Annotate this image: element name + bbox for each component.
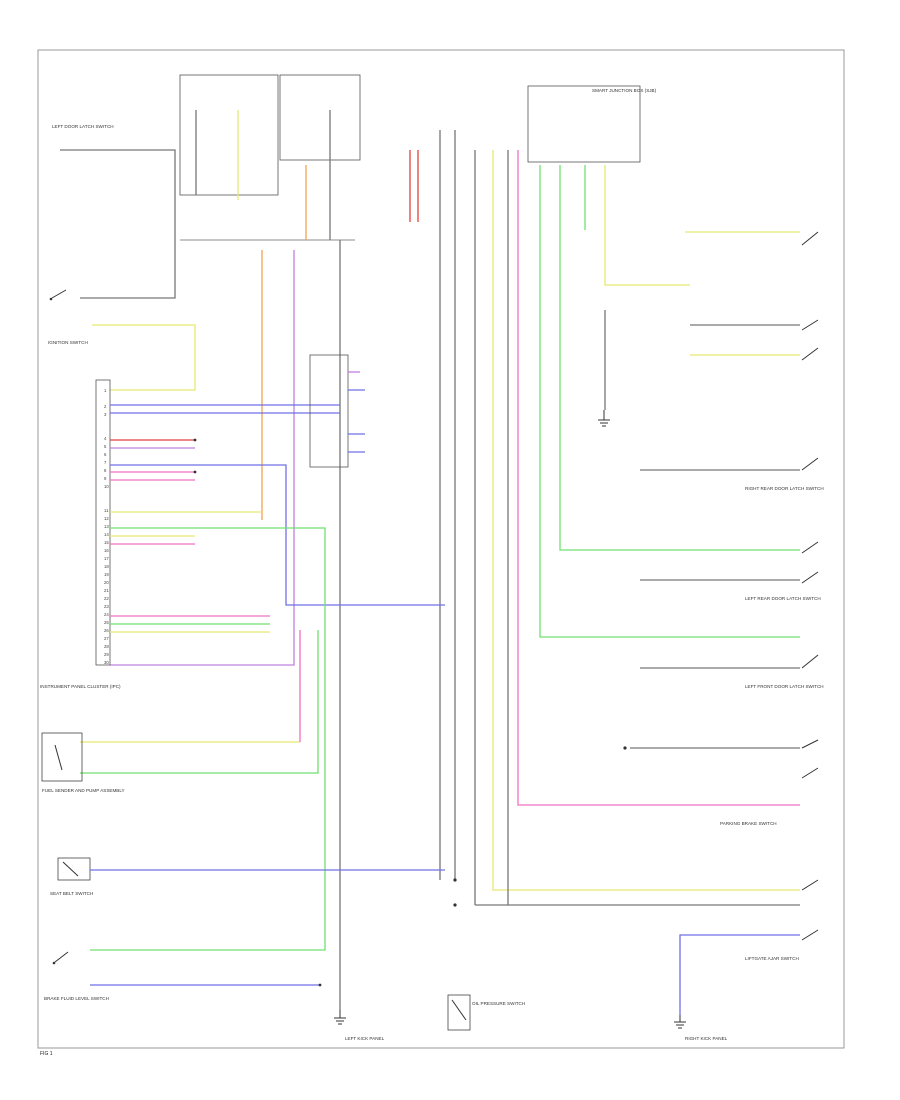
wire-yellow-tr-1 (604, 165, 690, 286)
svg-text:20: 20 (104, 580, 109, 585)
splice-dots (193, 438, 627, 987)
svg-text:13: 13 (104, 524, 109, 529)
switch-symbols-right (801, 231, 819, 941)
smart-junction-box-label: SMART JUNCTION BOX (SJB) (592, 88, 657, 93)
oil-pressure-switch-symbol (447, 994, 471, 1031)
left-front-door-switch-label: LEFT FRONT DOOR LATCH SWITCH (745, 684, 824, 689)
seat-belt-switch-symbol (57, 857, 91, 881)
svg-text:26: 26 (104, 628, 109, 633)
wire-green-right-1 (559, 165, 800, 551)
wire-green-ipc-1 (90, 527, 326, 951)
svg-text:4: 4 (104, 436, 107, 441)
svg-text:12: 12 (104, 516, 109, 521)
svg-text:14: 14 (104, 532, 109, 537)
ground-right-label: RIGHT KICK PANEL (685, 1036, 728, 1041)
center-module-box (309, 354, 349, 468)
svg-text:6: 6 (104, 452, 107, 457)
wire-yellow-right-long (492, 150, 800, 891)
fuse-block-right (279, 74, 361, 161)
wire-violet-long (110, 250, 295, 666)
svg-text:10: 10 (104, 484, 109, 489)
ipc-label: INSTRUMENT PANEL CLUSTER (IPC) (40, 684, 121, 689)
svg-text:19: 19 (104, 572, 109, 577)
svg-text:1: 1 (104, 388, 107, 393)
ipc-pin-labels: 1 2 3 4 5 6 7 8 9 10 11 12 13 14 15 16 1… (104, 388, 109, 665)
left-door-switch-label: LEFT DOOR LATCH SWITCH (52, 124, 114, 129)
wire-black-1 (60, 149, 176, 299)
svg-text:16: 16 (104, 548, 109, 553)
svg-text:17: 17 (104, 556, 109, 561)
seat-belt-switch-label: SEAT BELT SWITCH (50, 891, 93, 896)
right-door-switch-label: RIGHT REAR DOOR LATCH SWITCH (745, 486, 824, 491)
svg-text:30: 30 (104, 660, 109, 665)
ground-left-label: LEFT KICK PANEL (345, 1036, 385, 1041)
svg-text:29: 29 (104, 652, 109, 657)
svg-text:28: 28 (104, 644, 109, 649)
fuel-sender-label: FUEL SENDER AND PUMP ASSEMBLY (42, 788, 125, 793)
left-door-switch-symbol (49, 289, 67, 301)
ipc-connector (95, 379, 111, 666)
page-code: FIG 1 (40, 1051, 53, 1057)
fuse-block-left (179, 74, 279, 196)
wire-green-right-2 (539, 165, 800, 638)
wire-blue-3 (110, 464, 445, 606)
svg-text:7: 7 (104, 460, 107, 465)
svg-text:2: 2 (104, 404, 107, 409)
svg-text:24: 24 (104, 612, 109, 617)
ground-symbol-3 (674, 1015, 686, 1029)
liftgate-switch-label: LIFTGATE AJAR SWITCH (745, 956, 799, 961)
svg-text:8: 8 (104, 468, 107, 473)
svg-text:27: 27 (104, 636, 109, 641)
svg-text:23: 23 (104, 604, 109, 609)
wire-blue-rs (679, 934, 800, 1015)
svg-text:3: 3 (104, 412, 107, 417)
svg-text:15: 15 (104, 540, 109, 545)
oil-pressure-switch-label: OIL PRESSURE SWITCH (472, 1001, 525, 1006)
wire-pink-right (517, 150, 800, 806)
svg-text:25: 25 (104, 620, 109, 625)
fuel-sender-symbol (41, 732, 83, 782)
brake-switch-symbol (52, 951, 69, 965)
wire-green-fuel (80, 630, 319, 774)
brake-switch-label: BRAKE FLUID LEVEL SWITCH (44, 996, 109, 1001)
parking-brake-switch-label: PARKING BRAKE SWITCH (720, 821, 777, 826)
diagram-frame (37, 49, 845, 1049)
svg-text:21: 21 (104, 588, 109, 593)
svg-text:22: 22 (104, 596, 109, 601)
sjb-module-box (527, 85, 641, 163)
ground-symbol-2 (334, 1010, 346, 1025)
ground-symbol-1 (598, 410, 610, 427)
ignition-switch-label: IGNITION SWITCH (48, 340, 88, 345)
svg-text:18: 18 (104, 564, 109, 569)
left-rear-door-switch-label: LEFT REAR DOOR LATCH SWITCH (745, 596, 821, 601)
svg-text:5: 5 (104, 444, 107, 449)
wire-yellow-ignition (92, 324, 196, 391)
svg-text:9: 9 (104, 476, 107, 481)
svg-text:11: 11 (104, 508, 109, 513)
